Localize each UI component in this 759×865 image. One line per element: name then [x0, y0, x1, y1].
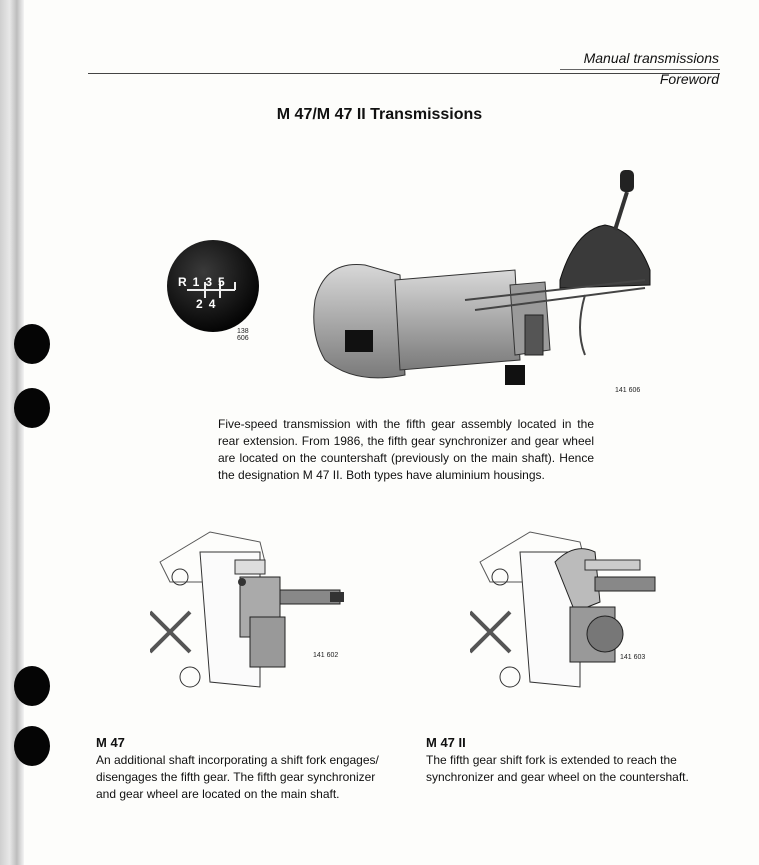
shift-label-2: 2	[196, 297, 209, 311]
gear-assembly-drawing	[150, 531, 344, 688]
gear-knob-icon	[167, 240, 259, 332]
figure-number: 138 606	[237, 328, 249, 342]
column-text-m47: An additional shaft incorporating a shif…	[96, 753, 379, 801]
subsection-title: Foreword	[659, 71, 719, 87]
shift-label-1: 1	[192, 275, 206, 289]
binder-edge	[0, 0, 24, 865]
punch-hole	[14, 388, 50, 428]
figure-number: 141 602	[313, 652, 339, 659]
figure-caption: Five-speed transmission with the fifth g…	[218, 417, 594, 482]
figure-number: 141 606	[615, 387, 641, 394]
shift-label-3: 3	[205, 275, 219, 289]
column-heading-m47-ii: M 47 II	[426, 735, 466, 750]
gear-diagram-m47: 141 602	[150, 522, 350, 697]
shift-label-r: R	[178, 275, 193, 289]
column-text-m47-ii: The fifth gear shift fork is extended to…	[426, 753, 689, 784]
figure-number: 141 603	[620, 654, 646, 661]
transmission-photo: 141 606	[305, 170, 665, 400]
header-divider	[88, 73, 720, 74]
shift-label-4: 4	[208, 297, 222, 311]
header-rule	[560, 69, 720, 70]
punch-hole	[14, 726, 50, 766]
gear-diagram-m47-ii: 141 603	[470, 522, 670, 697]
punch-hole	[14, 324, 50, 364]
gear-knob-figure: R135 24 138 606	[165, 238, 261, 342]
gear-assembly-drawing	[470, 531, 656, 688]
column-heading-m47: M 47	[96, 735, 125, 750]
page-title: M 47/M 47 II Transmissions	[276, 106, 483, 123]
section-title: Manual transmissions	[583, 50, 719, 66]
punch-hole	[14, 666, 50, 706]
transmission-drawing	[313, 170, 651, 385]
shift-label-5: 5	[218, 275, 231, 289]
